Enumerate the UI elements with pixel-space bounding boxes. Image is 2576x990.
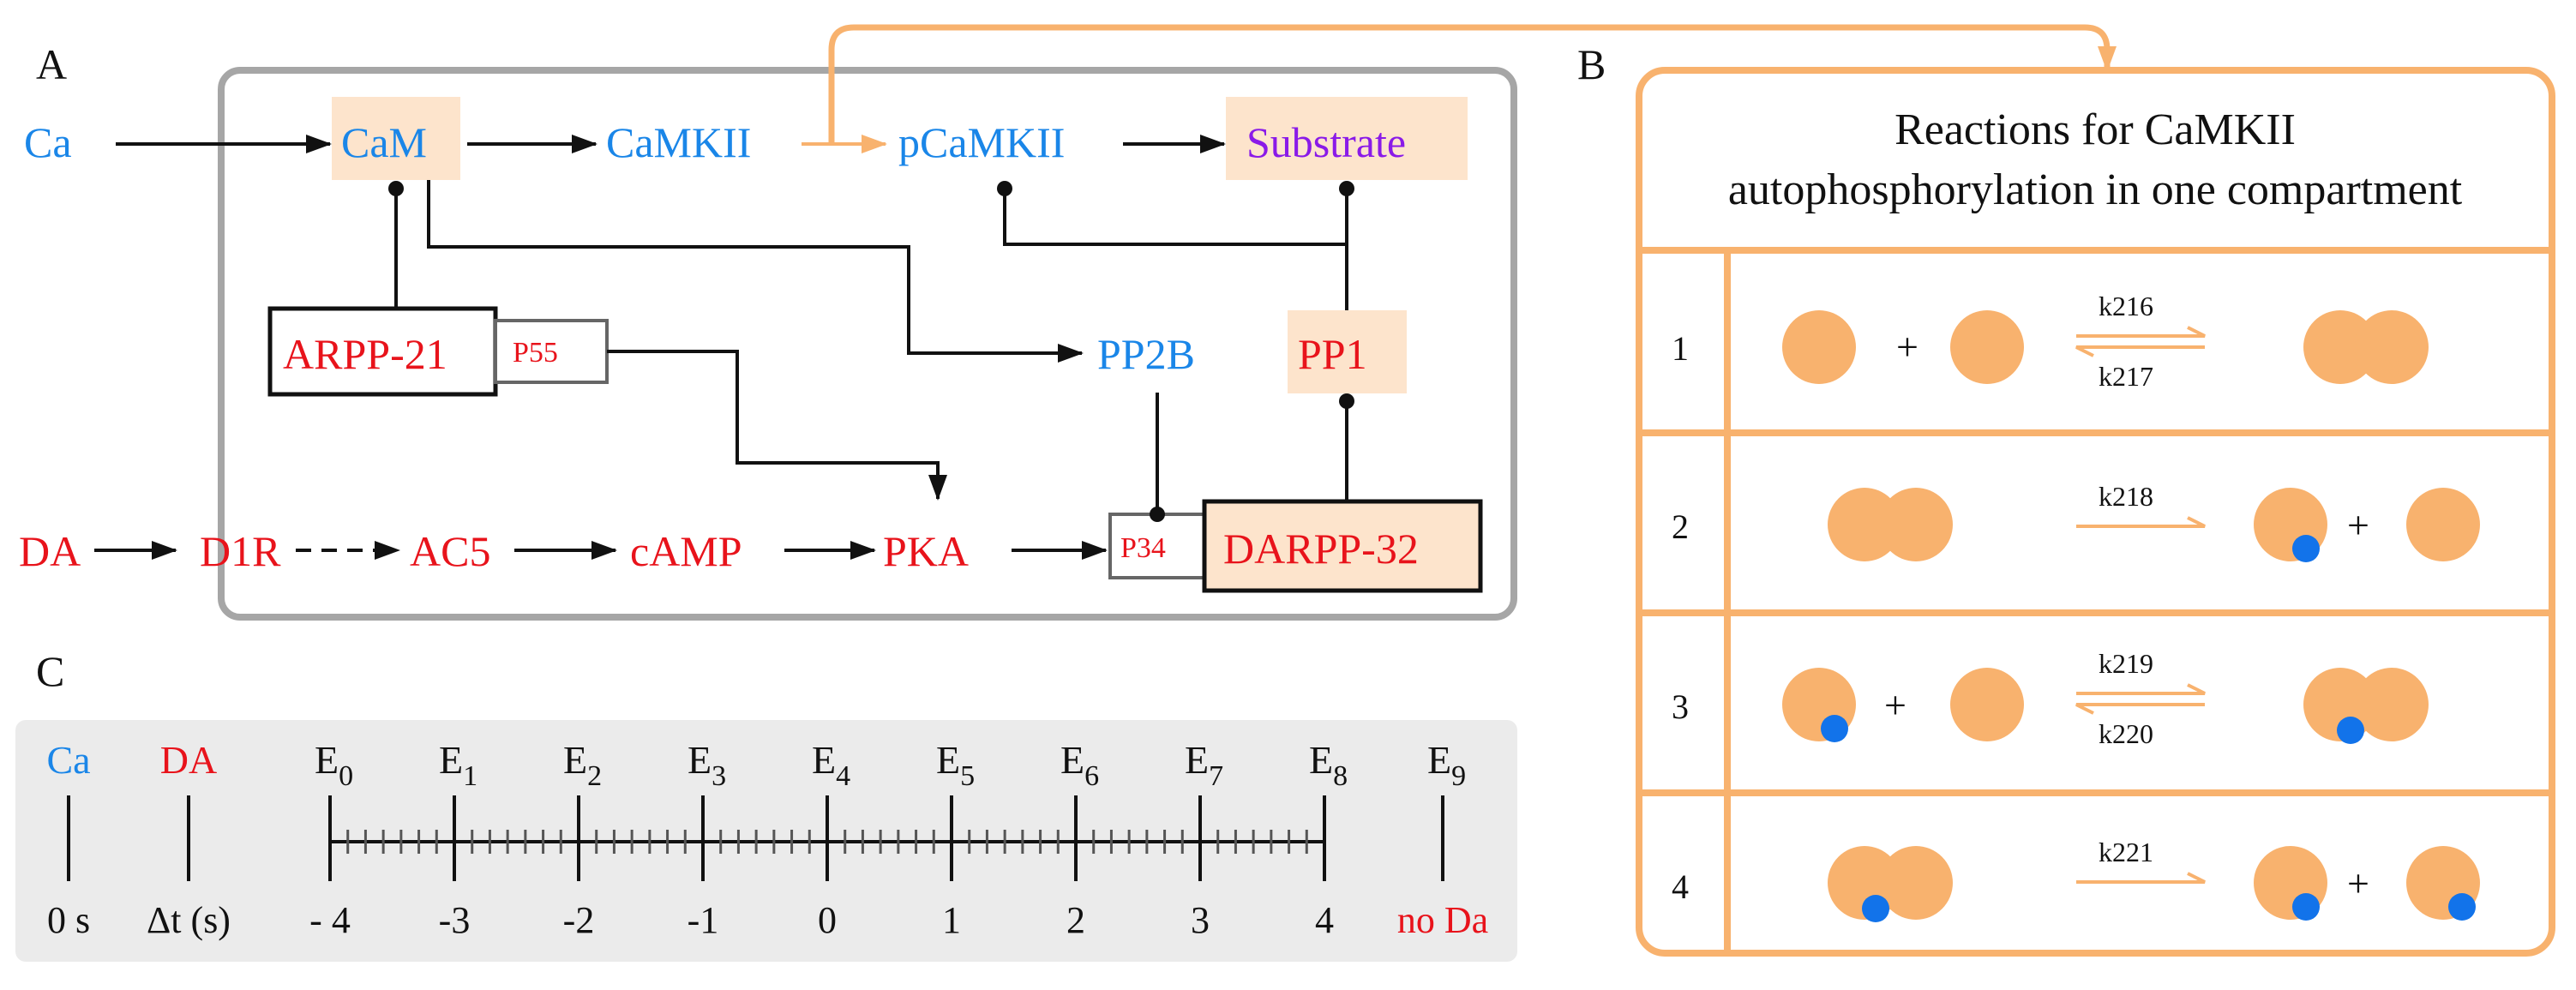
phosphate-dot (2292, 535, 2320, 562)
forward-arrow (2076, 683, 2206, 695)
arrow-cam-to-pp2b (427, 180, 1084, 363)
plus-sign: + (2347, 861, 2369, 905)
timeline-event-time: -2 (563, 899, 595, 941)
arrow-p55-to-pka (607, 350, 947, 501)
forward-arrow (2076, 872, 2206, 884)
substrate-label: Substrate (1246, 118, 1406, 166)
forward-arrow (2076, 326, 2206, 338)
da-label: DA (19, 527, 81, 575)
camkii-dimer-part (1879, 488, 1953, 561)
camkii-dimer-part (2355, 668, 2429, 741)
reaction-num-4: 4 (1672, 867, 1689, 906)
rate-k217: k217 (2099, 361, 2153, 392)
timeline-events: E0 - 4 E1 -3 E2 -2 E3 -1 E4 0 E5 1 E6 2 E7 3 E8 4 E9 no Da (309, 738, 1488, 941)
rate-k218: k218 (2099, 481, 2153, 512)
camkii-subunit (2406, 488, 2480, 561)
phosphate-dot (2292, 893, 2320, 921)
pka-label: PKA (883, 527, 969, 575)
camkii-subunit (1950, 668, 2024, 741)
p34-label: P34 (1120, 532, 1166, 564)
timeline-event-label: E8 (1309, 738, 1348, 792)
timeline-event-label: E2 (563, 738, 602, 792)
camkii-dimer-part (2303, 310, 2377, 384)
pcamkii-label: pCaMKII (898, 118, 1065, 166)
timeline-event-time: -1 (688, 899, 719, 941)
arpp21-label: ARPP-21 (283, 330, 447, 378)
rate-k221: k221 (2099, 837, 2153, 867)
panel-label-a: A (36, 40, 67, 88)
timeline-event-time: 4 (1315, 899, 1334, 941)
substrate-highlight (1226, 97, 1468, 180)
reverse-arrow (2075, 345, 2205, 357)
phosphate-dot (1821, 715, 1848, 742)
forward-arrow (2076, 516, 2206, 528)
plus-sign: + (1884, 683, 1906, 727)
pp2b-label: PP2B (1097, 330, 1195, 378)
timeline-event-time: 2 (1066, 899, 1085, 941)
timeline-event-label: E0 (315, 738, 353, 792)
timeline-event-label: E1 (439, 738, 477, 792)
cam-highlight (332, 97, 460, 180)
pp1-highlight (1288, 310, 1407, 393)
pathway-frame (218, 67, 1517, 621)
reaction-num-3: 3 (1672, 687, 1689, 726)
timeline-event-time: -3 (439, 899, 471, 941)
camkii-label: CaMKII (606, 118, 751, 166)
phosphate-dot (2337, 717, 2364, 744)
plus-sign: + (1896, 325, 1918, 369)
timeline-event-label: E3 (688, 738, 726, 792)
timeline-da-label: DA (160, 738, 217, 782)
phosphate-dot (2448, 893, 2476, 921)
panel-label-b: B (1577, 40, 1606, 88)
camkii-subunit (1950, 310, 2024, 384)
timeline-event-label: E5 (936, 738, 975, 792)
d1r-label: D1R (200, 527, 281, 575)
rate-k220: k220 (2099, 718, 2153, 749)
timeline-event-label: E6 (1060, 738, 1099, 792)
camkii-subunit (1782, 310, 1856, 384)
reactions-title-line2: autophosphorylation in one compartment (1728, 165, 2463, 214)
timeline-event-label: E4 (812, 738, 850, 792)
timeline-ca-time: 0 s (47, 899, 90, 941)
rate-k216: k216 (2099, 291, 2153, 321)
timeline-event-label: E7 (1185, 738, 1223, 792)
plus-sign: + (2347, 503, 2369, 547)
reactions-title-line1: Reactions for CaMKII (1894, 105, 2296, 154)
timeline-event-time: - 4 (309, 899, 351, 941)
camkii-dimer-part (1879, 846, 1953, 920)
rate-k219: k219 (2099, 648, 2153, 679)
camp-label: cAMP (630, 527, 742, 575)
reaction-num-2: 2 (1672, 507, 1689, 546)
timeline-final-time: no Da (1397, 899, 1488, 941)
phosphate-dot (1862, 895, 1889, 922)
cam-label: CaM (341, 118, 427, 166)
darpp32-box (1202, 499, 1483, 593)
reaction-num-1: 1 (1672, 329, 1689, 368)
pp1-label: PP1 (1298, 330, 1367, 378)
panel-label-c: C (36, 647, 64, 695)
timeline-ca-label: Ca (46, 738, 90, 782)
camkii-dimer-part (2355, 310, 2429, 384)
timeline-event-time: 0 (818, 899, 837, 941)
pp1-to-pcamkii (997, 181, 1347, 246)
reverse-arrow (2075, 703, 2205, 715)
timeline-da-time: Δt (s) (147, 899, 231, 941)
timeline-event-time: 3 (1191, 899, 1210, 941)
timeline-event-time: 1 (942, 899, 961, 941)
darpp32-label: DARPP-32 (1223, 525, 1419, 573)
ac5-label: AC5 (410, 527, 490, 575)
ca-label: Ca (24, 118, 72, 166)
p55-label: P55 (513, 337, 558, 369)
orange-link-to-panel-b (828, 24, 2117, 144)
timeline-final-label: E9 (1427, 738, 1466, 792)
camkii-dimer-part (1828, 488, 1901, 561)
